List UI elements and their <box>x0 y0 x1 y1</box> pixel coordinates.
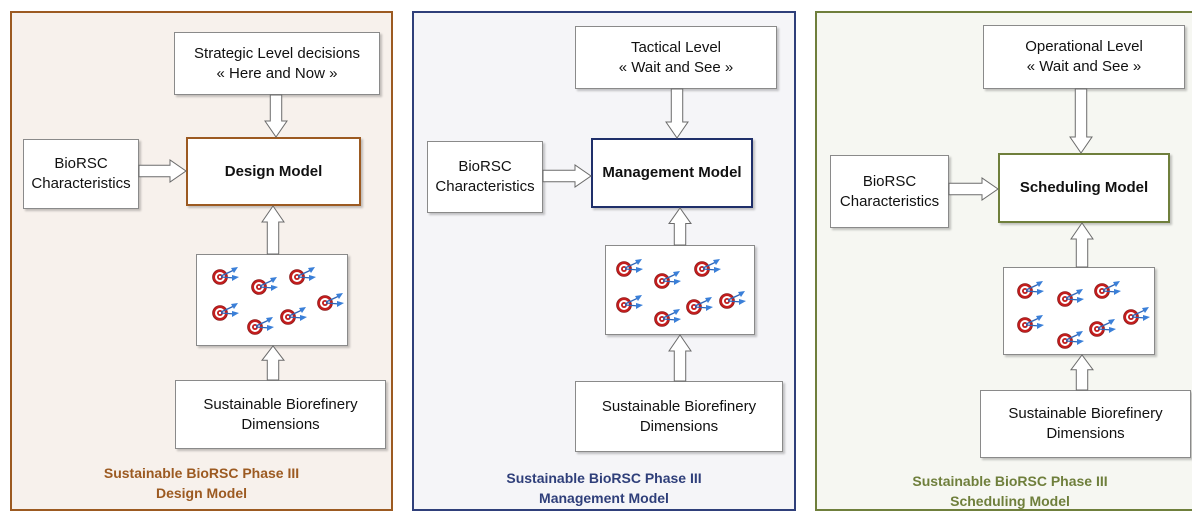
phase-title-line-1: Sustainable BioRSC Phase III <box>506 470 702 486</box>
characteristics-line-1: BioRSC <box>458 158 512 175</box>
target-with-darts-icon <box>1123 307 1150 325</box>
target-with-darts-icon <box>616 295 643 313</box>
phase-title-line-2: Management Model <box>539 490 669 506</box>
block-arrow-icon <box>665 88 689 139</box>
decision-level-label: Operational Level <box>1025 38 1143 55</box>
phase-title-line-1: Sustainable BioRSC Phase III <box>103 465 300 481</box>
dimensions-box: Sustainable Biorefinery Dimensions <box>175 380 386 449</box>
target-with-darts-icon <box>1089 319 1116 337</box>
model-label: Management Model <box>602 164 742 181</box>
target-with-darts-icon <box>654 271 681 289</box>
dimensions-line-1: Sustainable Biorefinery <box>1008 405 1163 422</box>
decision-level-mode: « Here and Now » <box>216 64 338 82</box>
target-with-darts-icon <box>289 267 316 285</box>
management-model-box: Management Model <box>591 138 753 208</box>
scheduling-model-box: Scheduling Model <box>998 153 1170 223</box>
target-with-darts-icon <box>212 267 239 285</box>
model-label: Design Model <box>224 162 323 180</box>
target-with-darts-icon <box>616 259 643 277</box>
phase-title: Sustainable BioRSC Phase III Scheduling … <box>817 471 1192 509</box>
target-with-darts-icon <box>251 277 278 295</box>
decision-level-mode: « Wait and See » <box>618 58 734 76</box>
characteristics-line-2: Characteristics <box>435 178 535 195</box>
target-with-darts-icon <box>247 317 274 335</box>
block-arrow-icon <box>668 207 692 246</box>
dimensions-line-1: Sustainable Biorefinery <box>601 397 757 415</box>
design-model-panel: Strategic Level decisions « Here and Now… <box>10 11 393 511</box>
target-with-darts-icon <box>694 259 721 277</box>
phase-title-line-2: Design Model <box>155 485 247 501</box>
block-arrow-icon <box>260 345 286 381</box>
model-label: Scheduling Model <box>1019 179 1149 196</box>
dimensions-line-2: Dimensions <box>1046 425 1125 442</box>
characteristics-line-1: BioRSC <box>862 172 917 190</box>
decision-level-label: Strategic Level decisions <box>194 44 360 62</box>
block-arrow-icon <box>542 164 592 188</box>
target-with-darts-icon <box>1017 315 1044 333</box>
management-model-panel: Tactical Level « Wait and See » BioRSC C… <box>412 11 796 511</box>
characteristics-box: BioRSC Characteristics <box>830 155 949 228</box>
block-arrow-icon <box>1070 222 1094 268</box>
block-arrow-icon <box>138 159 187 183</box>
decision-level-label: Tactical Level <box>630 38 722 56</box>
target-with-darts-icon <box>1057 289 1084 307</box>
block-arrow-icon <box>948 177 999 201</box>
phase-title-line-1: Sustainable BioRSC Phase III <box>912 473 1108 489</box>
block-arrow-icon <box>1069 88 1093 154</box>
dimensions-line-1: Sustainable Biorefinery <box>203 395 358 413</box>
decision-level-box: Strategic Level decisions « Here and Now… <box>174 32 380 95</box>
block-arrow-icon <box>1070 354 1094 391</box>
decision-level-mode: « Wait and See » <box>1026 58 1142 75</box>
design-model-box: Design Model <box>186 137 361 206</box>
characteristics-line-2: Characteristics <box>31 175 131 192</box>
dimensions-box: Sustainable Biorefinery Dimensions <box>575 381 783 452</box>
target-with-darts-icon <box>1057 331 1084 349</box>
target-with-darts-icon <box>1017 281 1044 299</box>
target-with-darts-icon <box>280 307 307 325</box>
target-with-darts-icon <box>654 309 681 327</box>
target-with-darts-icon <box>317 293 344 311</box>
phase-title: Sustainable BioRSC Phase III Management … <box>414 468 794 508</box>
target-with-darts-icon <box>686 297 713 315</box>
characteristics-line-1: BioRSC <box>54 155 108 172</box>
characteristics-box: BioRSC Characteristics <box>427 141 543 213</box>
characteristics-box: BioRSC Characteristics <box>23 139 139 209</box>
characteristics-line-2: Characteristics <box>839 192 940 210</box>
block-arrow-icon <box>264 94 288 138</box>
target-with-darts-icon <box>212 303 239 321</box>
objectives-box <box>605 245 755 335</box>
block-arrow-icon <box>261 205 285 255</box>
phase-title: Sustainable BioRSC Phase III Design Mode… <box>12 463 391 503</box>
phase-title-line-2: Scheduling Model <box>950 493 1070 509</box>
dimensions-line-2: Dimensions <box>639 417 719 435</box>
decision-level-box: Operational Level « Wait and See » <box>983 25 1185 89</box>
scheduling-model-panel: Operational Level « Wait and See » BioRS… <box>815 11 1192 511</box>
target-with-darts-icon <box>1094 281 1121 299</box>
dimensions-line-2: Dimensions <box>241 415 320 433</box>
decision-level-box: Tactical Level « Wait and See » <box>575 26 777 89</box>
dimensions-box: Sustainable Biorefinery Dimensions <box>980 390 1191 458</box>
block-arrow-icon <box>668 334 692 382</box>
target-with-darts-icon <box>719 291 746 309</box>
